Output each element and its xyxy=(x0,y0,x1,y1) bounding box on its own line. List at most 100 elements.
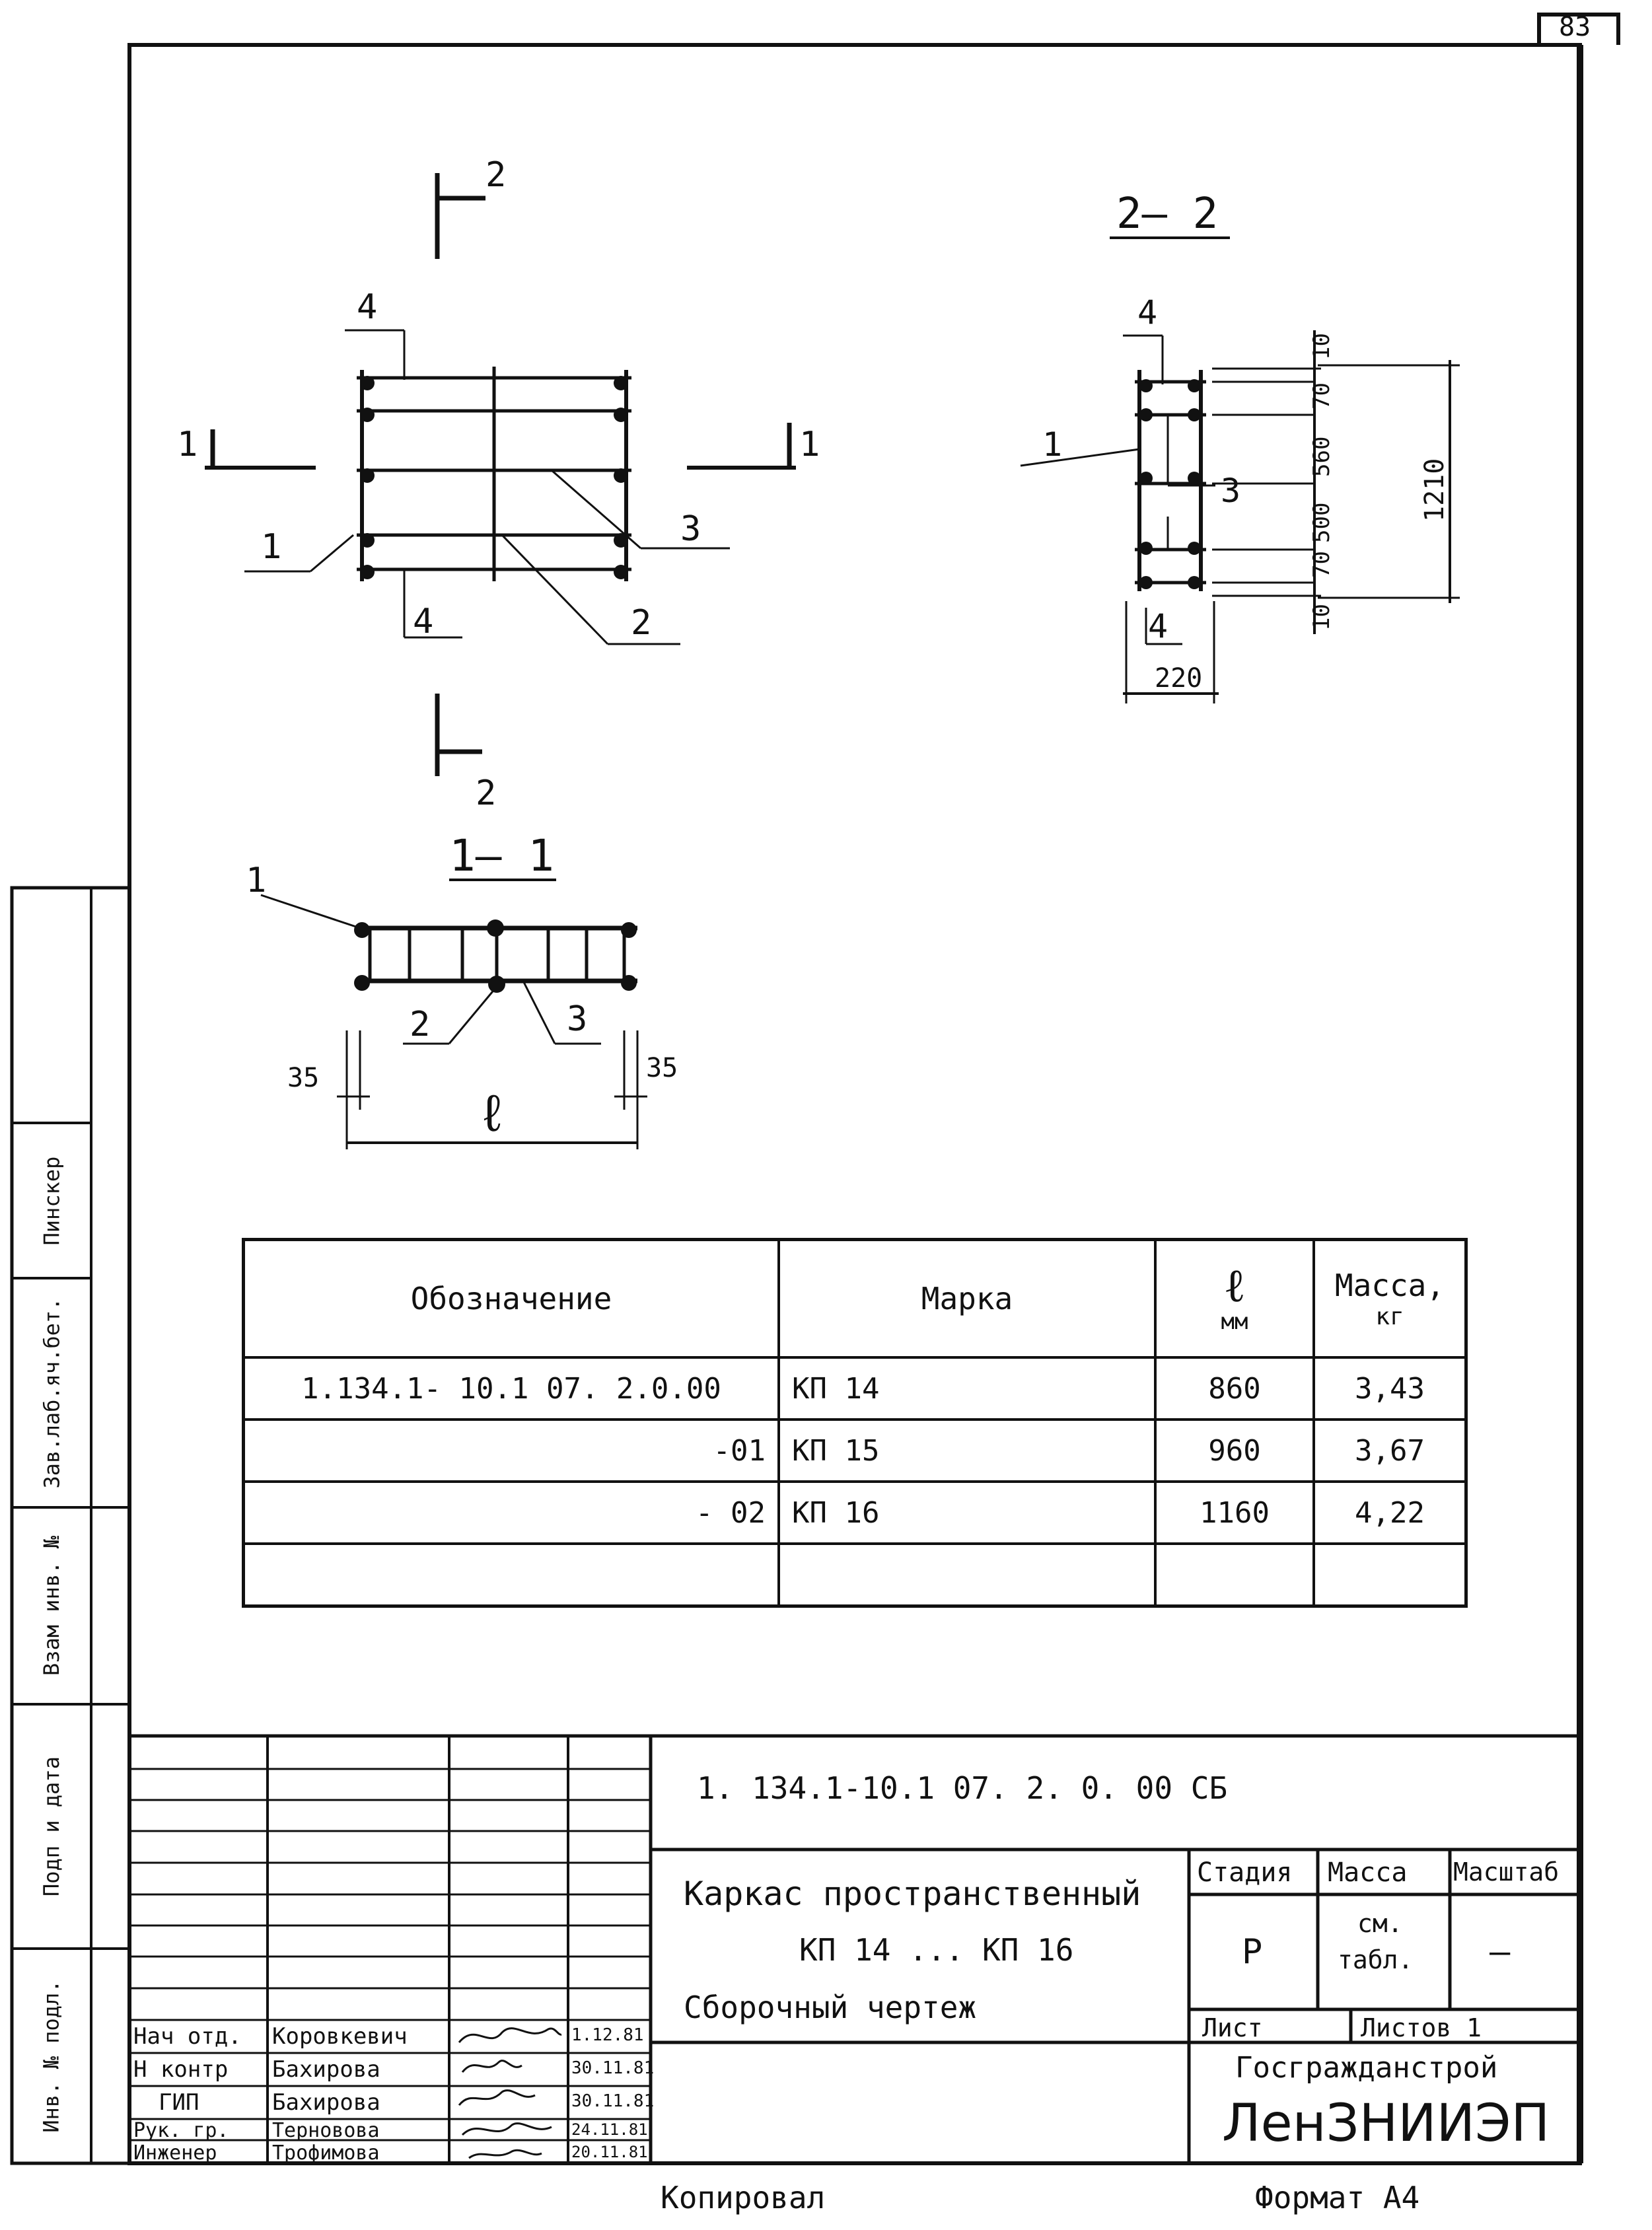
signature-date: 30.11.81 xyxy=(571,2058,655,2078)
handwritten-signatures xyxy=(458,2027,562,2159)
doc-title-line3: Сборочный чертеж xyxy=(684,1990,977,2025)
plan-view xyxy=(205,173,796,776)
plan-callout-4-top: 4 xyxy=(357,287,377,327)
s22-dim-10-top: 10 xyxy=(1309,333,1335,360)
signature-role: ГИП xyxy=(159,2089,199,2116)
s11-callout-2: 2 xyxy=(410,1005,430,1044)
side-stamp-sign-date: Подп и дата xyxy=(39,1756,65,1896)
cell-designation: 1.134.1- 10.1 07. 2.0.00 xyxy=(242,1356,780,1421)
s22-dim-70-top: 70 xyxy=(1309,382,1335,410)
cell-designation: -01 xyxy=(242,1418,780,1483)
plan-cut-top-label: 2 xyxy=(485,155,506,195)
organization-ministry: Госгражданстрой xyxy=(1235,2051,1498,2085)
signature-date: 24.11.81 xyxy=(571,2120,648,2139)
signature-date: 30.11.81 xyxy=(571,2091,655,2111)
mass-value-line1: см. xyxy=(1357,1909,1403,1938)
cell-mass: 3,43 xyxy=(1312,1356,1468,1421)
specification-table: Обозначение Марка ℓ мм Масса, кг 1.134.1… xyxy=(242,1238,1468,1608)
signature-role: Н контр xyxy=(133,2056,229,2083)
side-stamp-name: Пинскер xyxy=(39,1156,65,1245)
sheets-count: Листов 1 xyxy=(1361,2013,1482,2042)
cell-mark: КП 15 xyxy=(777,1418,1157,1483)
signature-name: Бахирова xyxy=(272,2056,380,2083)
cell-mass: 3,67 xyxy=(1312,1418,1468,1483)
side-stamp-field-2: Пинскер xyxy=(12,1123,91,1278)
scale-header: Масштаб xyxy=(1453,1857,1560,1887)
header-designation: Обозначение xyxy=(242,1238,780,1359)
signature-date: 1.12.81 xyxy=(571,2025,644,2045)
page-number: 83 xyxy=(1559,12,1591,42)
cell-length: 860 xyxy=(1154,1356,1315,1421)
header-mass-unit: кг xyxy=(1375,1303,1404,1330)
plan-cut-left-label: 1 xyxy=(177,425,198,464)
side-stamp-field-4: Подп и дата xyxy=(12,1704,91,1949)
side-stamp-replace-inv: Взам инв. № xyxy=(39,1536,65,1676)
s22-callout-3: 3 xyxy=(1221,472,1240,510)
section-2-2-title: 2— 2 xyxy=(1116,190,1218,238)
plan-callout-1: 1 xyxy=(261,527,281,567)
scale-value: — xyxy=(1490,1932,1511,1972)
s22-dim-70-bottom: 70 xyxy=(1309,551,1335,578)
cell-length: 1160 xyxy=(1154,1480,1315,1545)
mass-header: Масса xyxy=(1328,1857,1408,1888)
plan-callout-3: 3 xyxy=(680,509,701,549)
s11-callout-1: 1 xyxy=(246,861,266,900)
plan-rebar-dots xyxy=(360,376,628,579)
section-1-1-title: 1— 1 xyxy=(449,830,554,881)
signature-name: Трофимова xyxy=(272,2141,380,2165)
section-2-2-rebar-dots xyxy=(1139,379,1201,589)
table-row: - 02 КП 16 1160 4,22 xyxy=(242,1480,1468,1545)
table-row xyxy=(242,1542,1468,1608)
plan-callout-4-bottom: 4 xyxy=(413,602,433,641)
s11-callout-3: 3 xyxy=(567,999,587,1039)
plan-cut-bottom-label: 2 xyxy=(476,773,496,813)
cell-mark: КП 14 xyxy=(777,1356,1157,1421)
mass-value-line2: табл. xyxy=(1338,1945,1414,1974)
side-stamp-inv-original: Инв. № подл. xyxy=(39,1979,64,2133)
organization-institute: ЛенЗНИИЭП xyxy=(1222,2094,1550,2153)
header-length: ℓ мм xyxy=(1154,1238,1315,1359)
plan-cut-right-label: 1 xyxy=(799,425,820,464)
header-length-unit: мм xyxy=(1221,1309,1248,1335)
title-block-grid xyxy=(129,1734,1580,2163)
cell-mark xyxy=(777,1542,1157,1608)
doc-title-line1: Каркас пространственный xyxy=(684,1875,1141,1913)
header-mass-label: Масса, xyxy=(1334,1267,1445,1303)
signature-role: Нач отд. xyxy=(133,2023,242,2050)
side-stamp-field-3: Взам инв. № xyxy=(12,1507,91,1704)
signature-role: Инженер xyxy=(133,2141,217,2165)
section-2-2 xyxy=(1020,236,1460,703)
stage-value: Р xyxy=(1242,1932,1263,1972)
plan-callout-2: 2 xyxy=(631,603,651,643)
section-1-1-rebar-dots xyxy=(354,919,637,993)
side-stamp-field-1: Зав.лаб.яч.бет. xyxy=(12,1278,91,1507)
s22-dim-width: 220 xyxy=(1155,663,1202,694)
cell-length xyxy=(1154,1542,1315,1608)
stage-header: Стадия xyxy=(1197,1857,1293,1888)
spec-header-row: Обозначение Марка ℓ мм Масса, кг xyxy=(242,1238,1468,1359)
s22-dim-500: 500 xyxy=(1309,503,1335,543)
signature-date: 20.11.81 xyxy=(571,2143,648,2161)
cell-designation xyxy=(242,1542,780,1608)
s11-dim-35-right: 35 xyxy=(646,1053,678,1083)
table-row: 1.134.1- 10.1 07. 2.0.00 КП 14 860 3,43 xyxy=(242,1356,1468,1421)
doc-title-line2: КП 14 ... КП 16 xyxy=(799,1932,1074,1968)
side-stamp-field-5: Инв. № подл. xyxy=(12,1949,91,2163)
header-length-symbol: ℓ xyxy=(1223,1258,1246,1313)
signature-name: Коровкевич xyxy=(272,2023,408,2050)
section-1-1 xyxy=(260,879,647,1149)
doc-code: 1. 134.1-10.1 07. 2. 0. 00 СБ xyxy=(697,1770,1228,1806)
signature-name: Терновова xyxy=(272,2119,380,2142)
side-stamp-lab: Зав.лаб.яч.бет. xyxy=(39,1297,65,1488)
signature-role: Рук. гр. xyxy=(133,2119,229,2142)
s22-callout-1: 1 xyxy=(1042,425,1062,464)
header-mass: Масса, кг xyxy=(1312,1238,1468,1359)
cell-designation: - 02 xyxy=(242,1480,780,1545)
sheet-label: Лист xyxy=(1202,2013,1263,2042)
s22-dim-10-bottom: 10 xyxy=(1309,604,1335,631)
header-mark: Марка xyxy=(777,1238,1157,1359)
s22-dim-560: 560 xyxy=(1309,437,1335,477)
cell-mass: 4,22 xyxy=(1312,1480,1468,1545)
s22-callout-4-bottom: 4 xyxy=(1148,607,1168,645)
